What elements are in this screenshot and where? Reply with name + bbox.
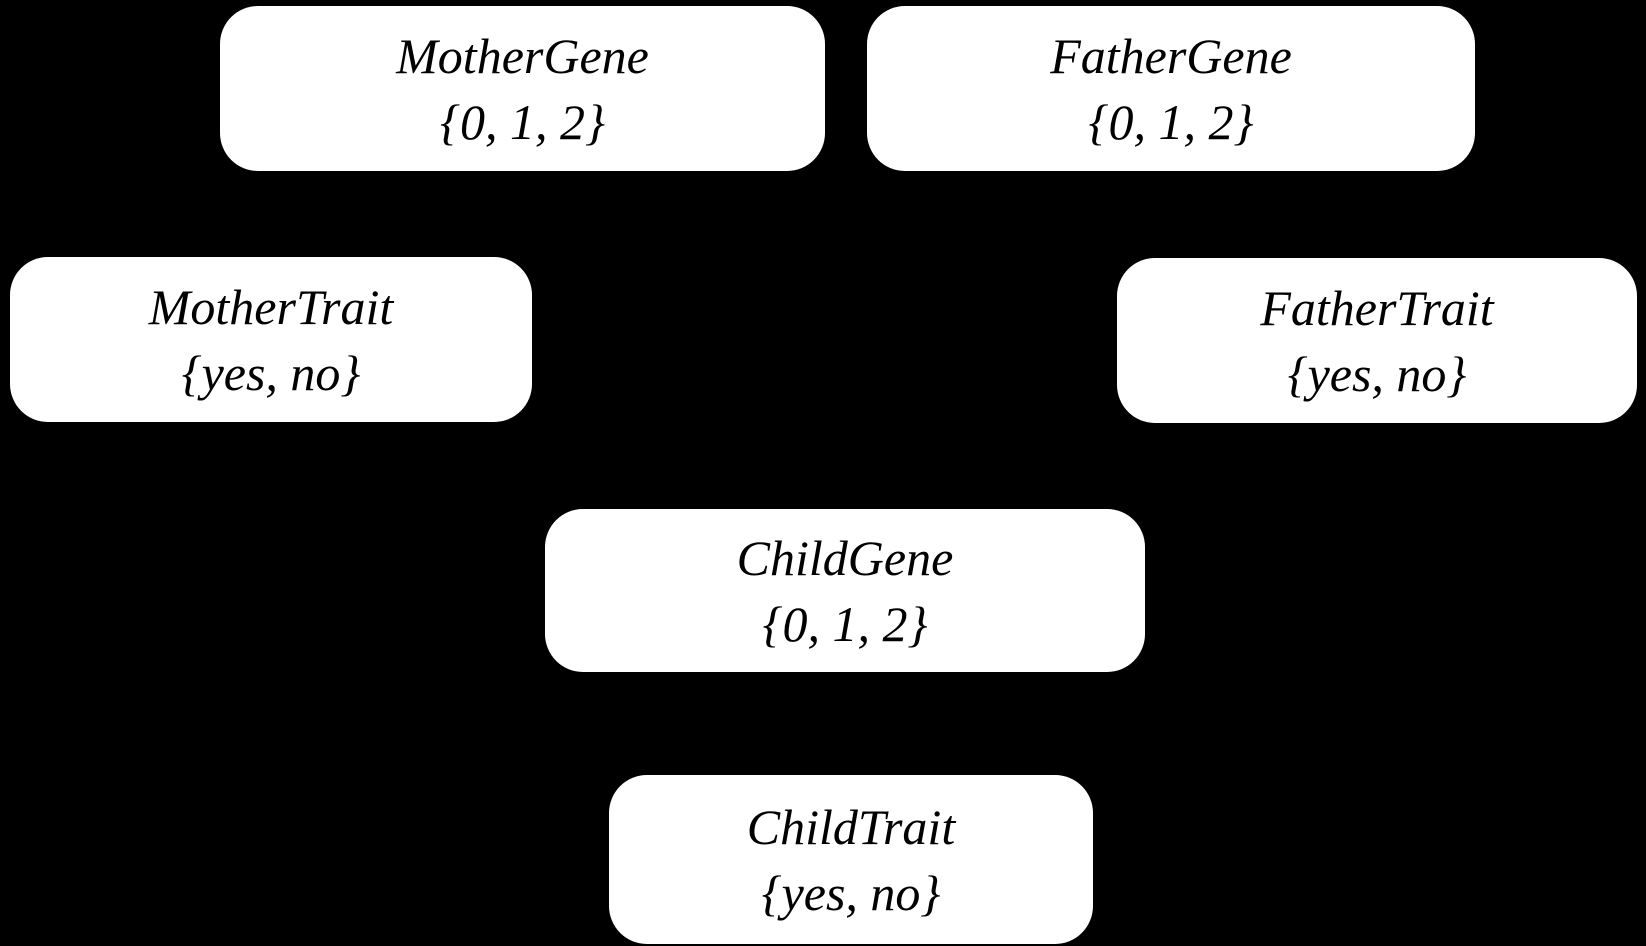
node-father-gene-label: FatherGene [1050,27,1292,84]
node-child-gene: ChildGene {0, 1, 2} [545,509,1145,672]
node-father-gene-values: {0, 1, 2} [1088,93,1254,150]
node-mother-gene: MotherGene {0, 1, 2} [220,6,825,171]
node-mother-gene-values: {0, 1, 2} [440,93,605,150]
node-father-trait-values: {yes, no} [1287,345,1467,402]
node-father-trait: FatherTrait {yes, no} [1117,258,1637,423]
node-mother-gene-label: MotherGene [396,27,649,84]
node-child-trait-label: ChildTrait [746,798,956,855]
node-father-gene: FatherGene {0, 1, 2} [867,6,1475,171]
node-mother-trait-label: MotherTrait [148,278,394,335]
node-father-trait-label: FatherTrait [1260,279,1494,336]
node-mother-trait: MotherTrait {yes, no} [10,257,532,422]
node-child-gene-values: {0, 1, 2} [762,595,928,652]
node-child-trait-values: {yes, no} [761,864,941,921]
node-mother-trait-values: {yes, no} [181,344,361,401]
node-child-gene-label: ChildGene [736,529,954,586]
node-child-trait: ChildTrait {yes, no} [609,775,1093,944]
